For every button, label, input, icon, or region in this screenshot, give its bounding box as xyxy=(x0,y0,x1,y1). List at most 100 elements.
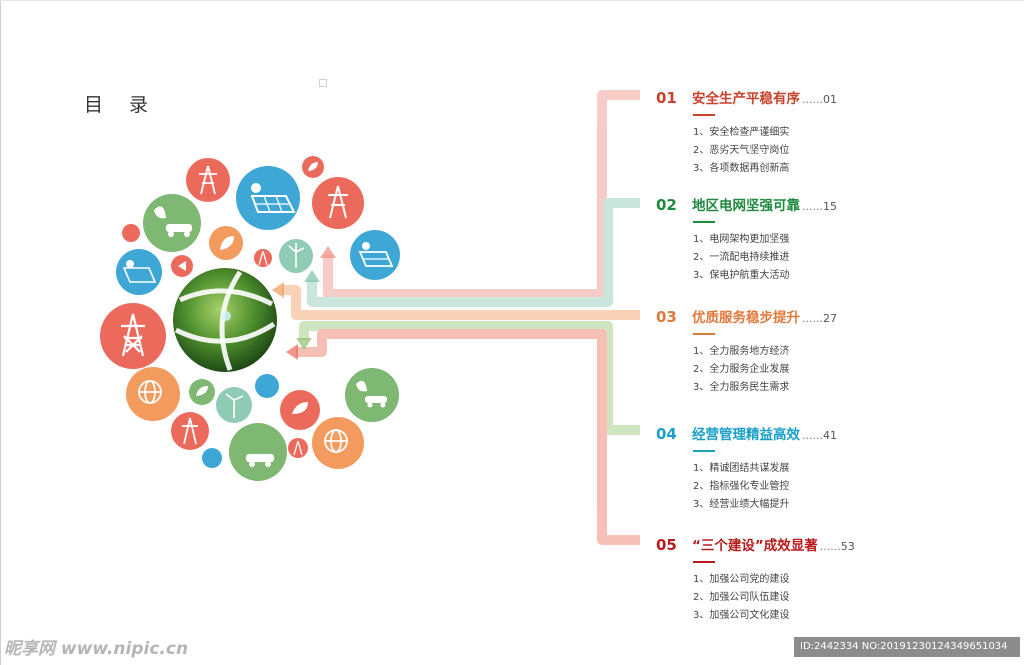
section-title: “三个建设”成效显著 xyxy=(692,538,818,554)
toc-item[interactable]: 1、安全检查严谨细实 xyxy=(693,127,790,138)
toc-item[interactable]: 1、电网架构更加坚强 xyxy=(693,234,790,245)
toc-section-04[interactable]: 04 经营管理精益高效 ...... 41 xyxy=(656,423,837,443)
solar-panel-icon xyxy=(358,242,394,267)
toc-section-03[interactable]: 03 优质服务稳步提升 ...... 27 xyxy=(656,306,837,326)
frame-border-top xyxy=(0,0,1024,1)
toc-item[interactable]: 3、加强公司文化建设 xyxy=(693,610,790,621)
bubble-small-leaf xyxy=(302,156,324,178)
power-tower-icon xyxy=(258,250,268,266)
plug-leaf-icon xyxy=(292,402,308,414)
page-number: 15 xyxy=(822,200,837,213)
bubble-car-green-right xyxy=(345,368,399,422)
bubble-small-green xyxy=(189,379,215,405)
leader-dots: ...... xyxy=(819,540,841,553)
toc-section-01[interactable]: 01 安全生产平稳有序 ...... 01 xyxy=(656,87,837,107)
globe-leaf-icon xyxy=(138,380,162,404)
bubble-small-plug xyxy=(171,255,193,277)
toc-item[interactable]: 3、经营业绩大幅提升 xyxy=(693,499,790,510)
bubble-tower-red-bottom xyxy=(171,412,209,450)
leader-dots: ...... xyxy=(802,312,823,325)
crop-mark xyxy=(319,79,327,87)
toc-item[interactable]: 2、一流配电持续推进 xyxy=(693,252,790,263)
frame-border-left xyxy=(0,0,1,665)
leaf-car-icon xyxy=(246,454,274,467)
leader-dots: ...... xyxy=(802,200,823,213)
bubble-leaf-orange xyxy=(209,226,243,260)
arrowhead-02 xyxy=(304,270,320,282)
connector-01 xyxy=(323,90,640,299)
toc-item[interactable]: 2、指标强化专业管控 xyxy=(693,481,790,492)
toc-item[interactable]: 2、恶劣天气坚守岗位 xyxy=(693,145,790,156)
power-tower-icon xyxy=(199,165,217,195)
globe-photo xyxy=(173,268,277,372)
section-underline xyxy=(693,561,715,563)
connector-05 xyxy=(296,329,640,545)
connector-arrowheads xyxy=(272,246,336,360)
connector-03 xyxy=(282,285,640,320)
bubble-globe-orange-bottom xyxy=(312,417,364,469)
section-title: 安全生产平稳有序 xyxy=(692,91,800,107)
toc-item[interactable]: 3、全力服务民生需求 xyxy=(693,382,790,393)
page-number: 53 xyxy=(840,540,855,553)
bubble-turbine-teal xyxy=(279,239,313,273)
leaf-icon xyxy=(220,236,234,250)
section-title: 地区电网坚强可靠 xyxy=(692,198,800,214)
bubble-tiny-tower-bottom xyxy=(288,438,308,458)
page-number: 01 xyxy=(822,93,837,106)
toc-item[interactable]: 3、保电护航重大活动 xyxy=(693,270,790,281)
bubble-solar-blue-left xyxy=(116,249,162,295)
watermark-id-bar: ID:2442334 NO:20191230124349651034 xyxy=(794,637,1020,657)
section-underline xyxy=(693,221,715,223)
bubble-plug-red xyxy=(280,390,320,430)
arrowhead-04 xyxy=(296,338,312,350)
globe-leaf-icon xyxy=(324,429,348,453)
section-number: 01 xyxy=(656,89,677,107)
section-underline xyxy=(693,114,715,116)
connector-04 xyxy=(299,321,640,435)
arrowhead-03 xyxy=(272,282,284,298)
power-tower-icon xyxy=(121,313,145,357)
section-underline xyxy=(693,450,715,452)
bubble-small-blue xyxy=(255,374,279,398)
toc-item[interactable]: 1、精诚团结共谋发展 xyxy=(693,463,790,474)
section-number: 03 xyxy=(656,308,677,326)
toc-item[interactable]: 2、全力服务企业发展 xyxy=(693,364,790,375)
page-number: 41 xyxy=(822,429,837,442)
page-number: 27 xyxy=(822,312,837,325)
plug-icon xyxy=(178,261,186,271)
toc-section-05[interactable]: 05 “三个建设”成效显著 ...... 53 xyxy=(656,534,855,554)
page-title: 目 录 xyxy=(84,94,159,116)
section-number: 04 xyxy=(656,425,677,443)
watermark-logo: 昵享网 www.nipic.cn xyxy=(4,639,189,659)
bubble-globe-orange xyxy=(126,367,180,421)
solar-panel-icon xyxy=(122,260,157,283)
toc-item[interactable]: 3、各项数据再创新高 xyxy=(693,163,790,174)
bubble-small-blue-bottom xyxy=(202,448,222,468)
leaf-icon xyxy=(196,386,208,396)
bubble-turbine-teal-bottom xyxy=(216,387,252,423)
toc-section-02[interactable]: 02 地区电网坚强可靠 ...... 15 xyxy=(656,194,837,214)
leaf-car-icon xyxy=(154,206,192,237)
connector-02 xyxy=(307,198,640,307)
bubble-tower-red-top xyxy=(186,158,230,202)
bubble-tower-red-large xyxy=(100,303,166,369)
bubble-car-green xyxy=(143,194,201,252)
bubble-tower-red-right xyxy=(312,177,364,229)
bubble-solar-blue-large xyxy=(236,166,300,230)
bubble-cluster xyxy=(100,156,400,481)
arrowhead-05 xyxy=(286,344,298,360)
toc-item[interactable]: 1、全力服务地方经济 xyxy=(693,346,790,357)
power-tower-icon xyxy=(182,417,198,445)
section-title: 优质服务稳步提升 xyxy=(692,310,800,326)
toc-item[interactable]: 1、加强公司党的建设 xyxy=(693,574,790,585)
leaf-car-icon xyxy=(356,380,387,408)
bubble-car-green-bottom xyxy=(229,423,287,481)
wind-turbine-icon xyxy=(225,393,244,418)
bubble-tiny-tower xyxy=(254,249,272,267)
toc-item[interactable]: 2、加强公司队伍建设 xyxy=(693,592,790,603)
section-number: 05 xyxy=(656,536,677,554)
section-underline xyxy=(693,333,715,335)
section-title: 经营管理精益高效 xyxy=(692,427,800,443)
section-number: 02 xyxy=(656,196,677,214)
arrowhead-01 xyxy=(320,246,336,258)
